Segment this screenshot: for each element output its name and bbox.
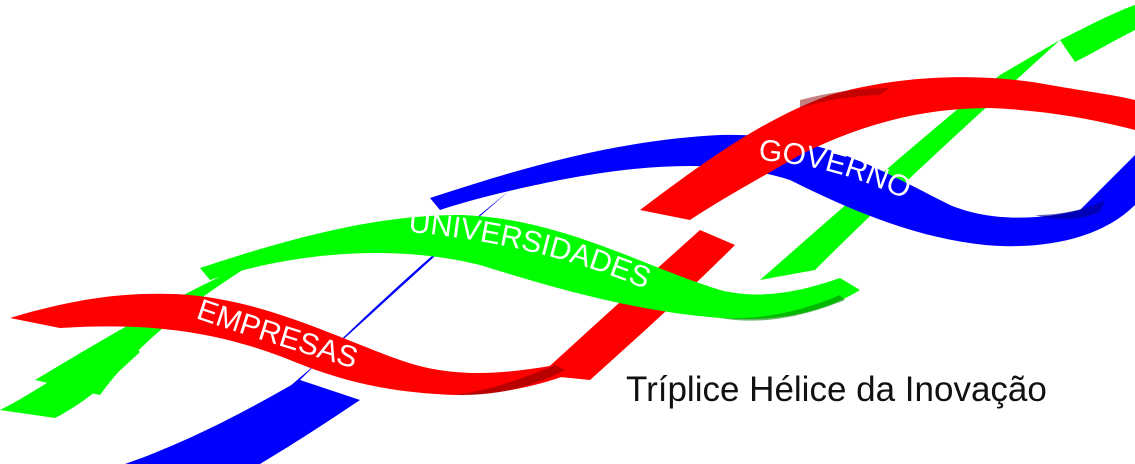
ribbons-front-layer bbox=[0, 5, 1135, 464]
blue-ribbon-shade bbox=[1035, 200, 1105, 220]
red-ribbon-shade bbox=[455, 365, 565, 396]
blue-ribbon-back-segment bbox=[255, 190, 510, 415]
green-ribbon-tail bbox=[0, 335, 140, 418]
red-ribbon-upper-band bbox=[640, 77, 1135, 221]
red-upper-ribbon-shade bbox=[800, 88, 890, 108]
red-ribbon-band bbox=[10, 293, 620, 395]
green-ribbon-top-tail bbox=[1060, 5, 1135, 62]
blue-ribbon-tail bbox=[125, 380, 360, 464]
green-ribbon-shade bbox=[720, 295, 845, 321]
blue-ribbon-band bbox=[430, 134, 1135, 247]
diagram-caption: Tríplice Hélice da Inovação bbox=[626, 370, 1047, 409]
green-ribbon-band bbox=[200, 215, 860, 320]
